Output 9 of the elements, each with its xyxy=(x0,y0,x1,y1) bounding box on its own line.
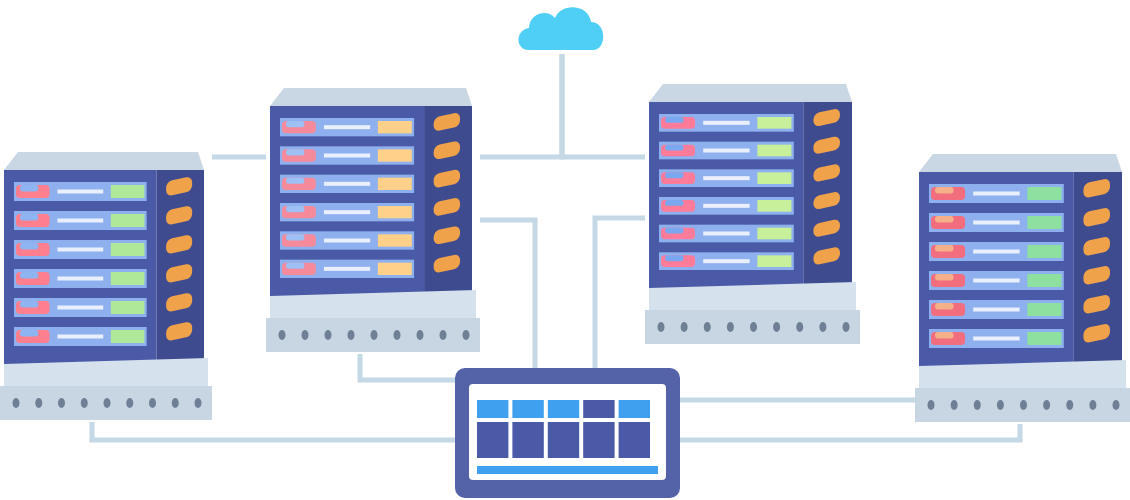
cable-line xyxy=(480,217,538,368)
cable-line xyxy=(680,397,915,403)
network-switch-drawing xyxy=(455,368,680,498)
cable-line xyxy=(357,354,455,383)
cable-line xyxy=(212,154,266,160)
cable-line xyxy=(680,424,1023,443)
cable-line xyxy=(89,422,455,443)
cable-line xyxy=(592,215,645,368)
cable-line xyxy=(559,54,645,160)
